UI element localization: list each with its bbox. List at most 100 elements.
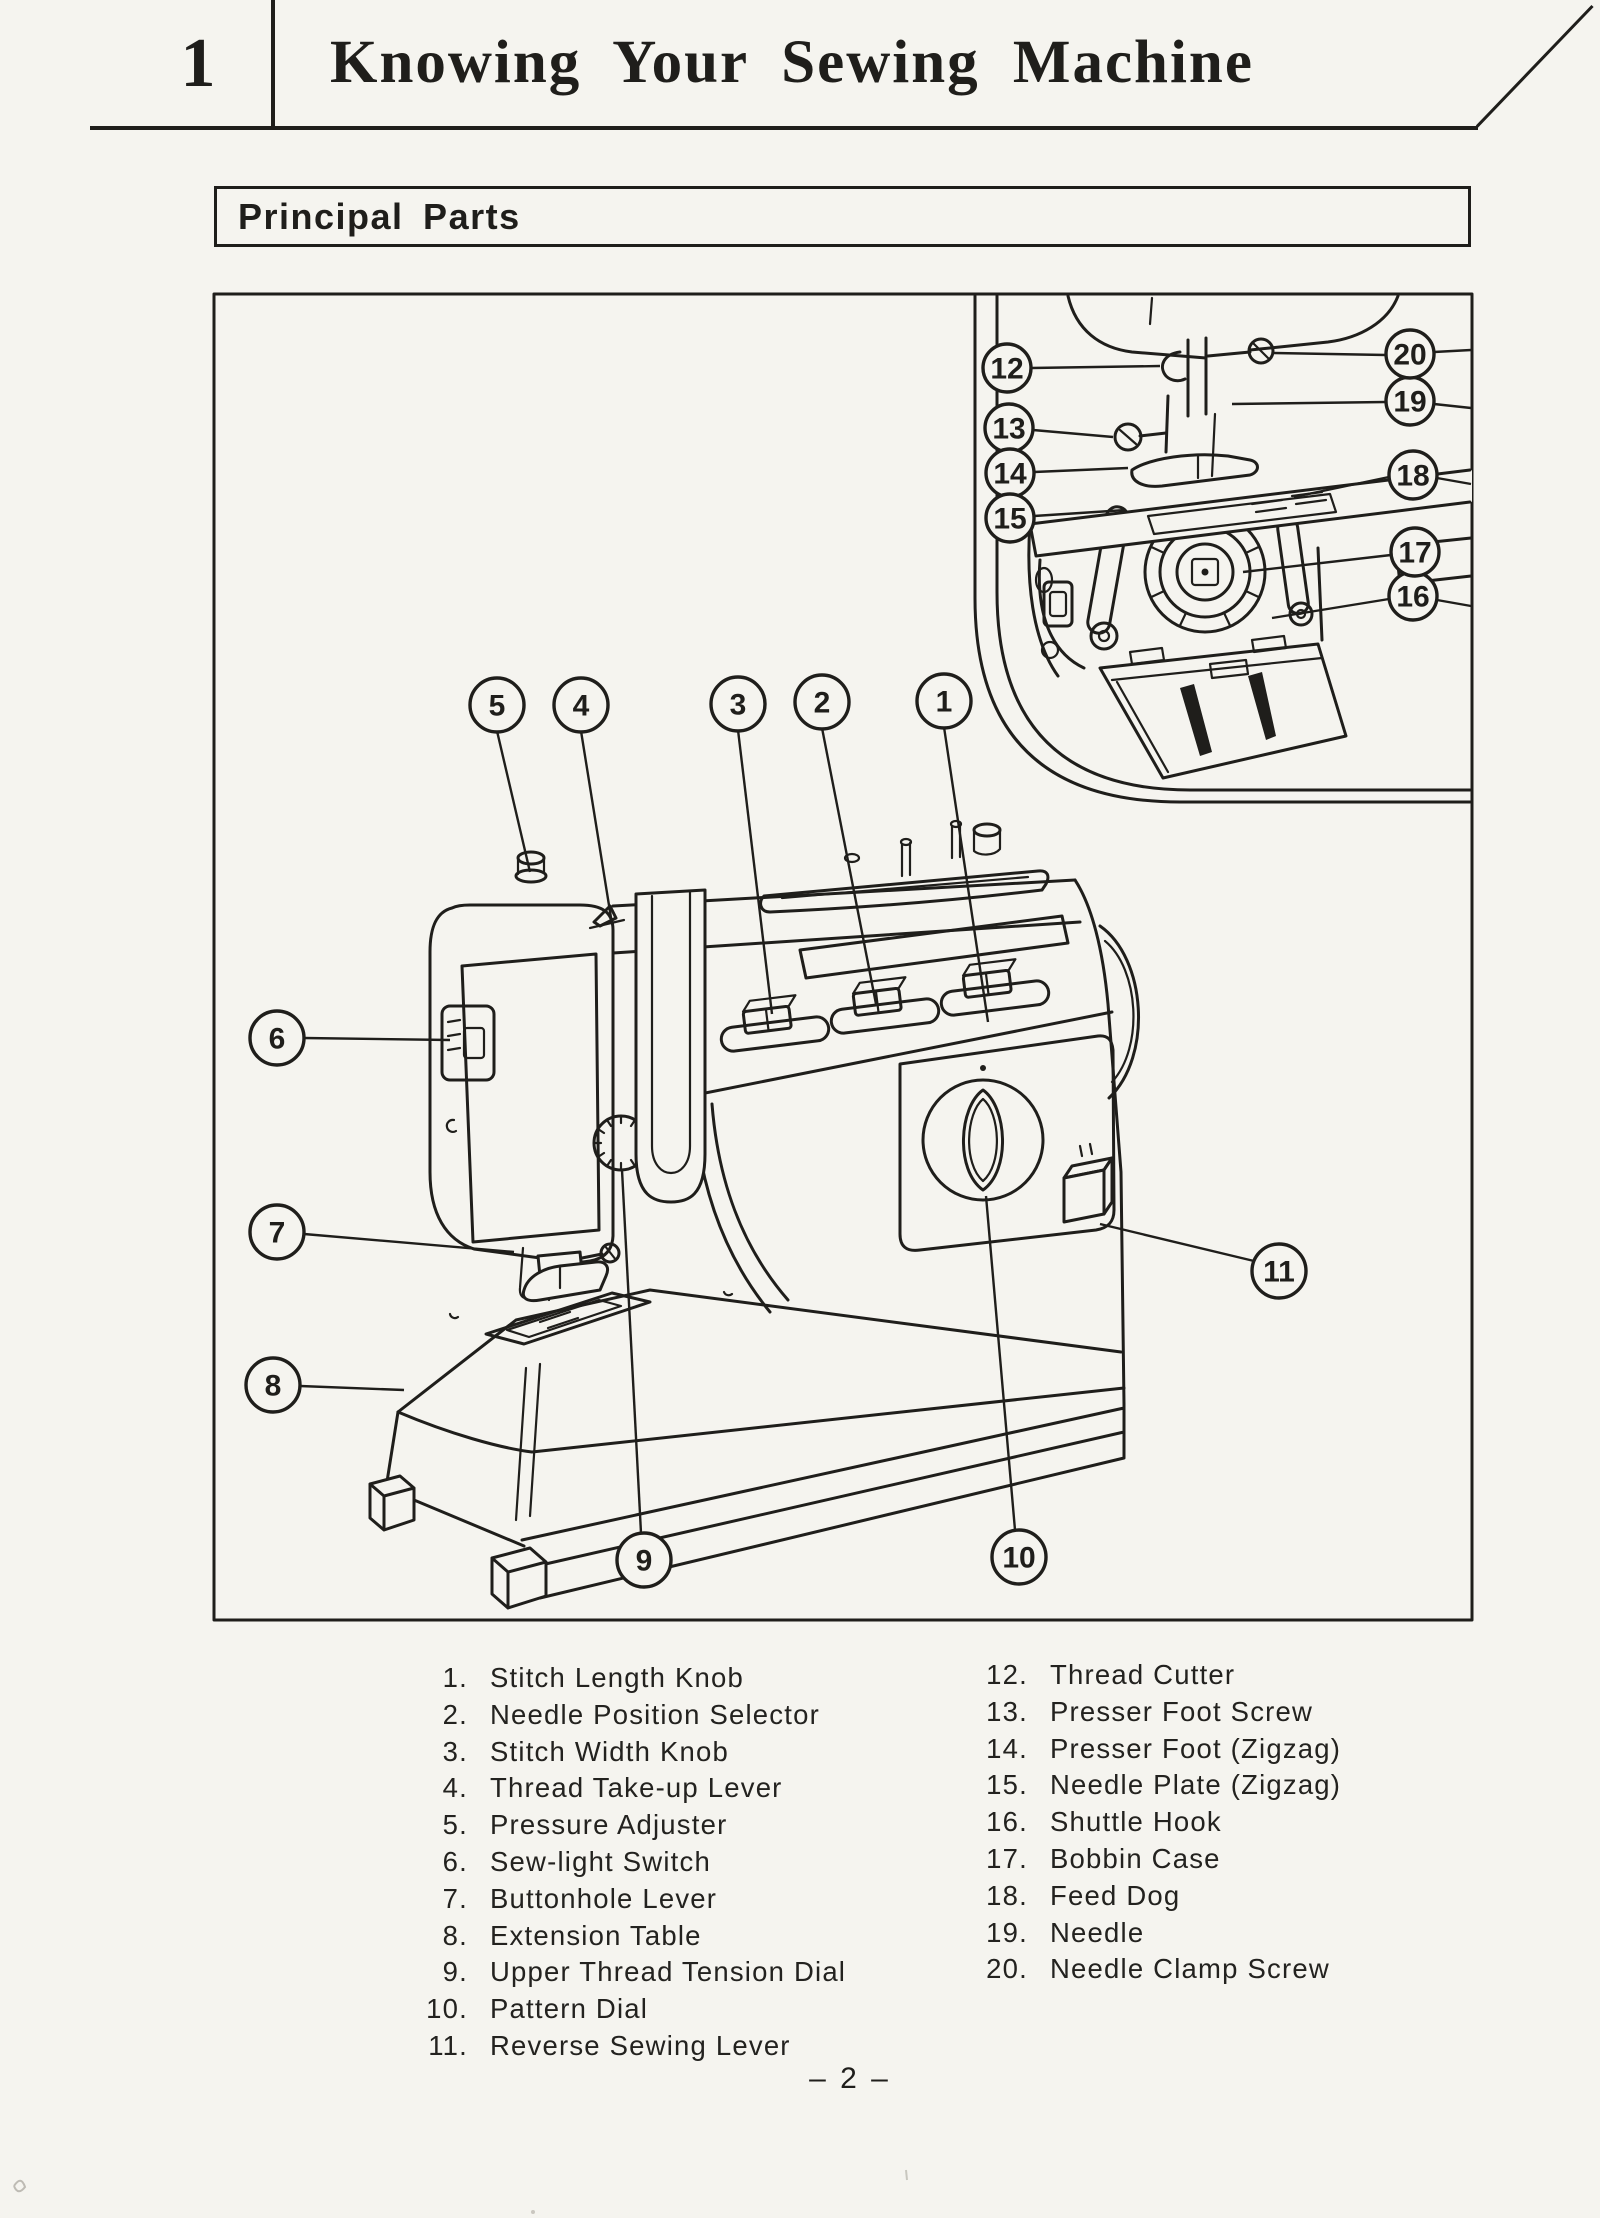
inset-head-outline [1066, 294, 1208, 360]
extension-table [368, 1288, 1126, 1610]
parts-list-item: 11. Reverse Sewing Lever [400, 2030, 791, 2062]
callout-circle-2 [793, 673, 851, 731]
pattern-dial [921, 1065, 1045, 1202]
figure-frame [212, 292, 1474, 1622]
callout-number-7: 7 [269, 1217, 286, 1250]
callout-number-17: 17 [1398, 537, 1431, 570]
part-number: 17. [986, 1843, 1028, 1874]
section-title: Principal Parts [238, 195, 521, 237]
callout-10: 10 [984, 1195, 1048, 1586]
callout-circle-11 [1250, 1242, 1308, 1300]
part-label: Reverse Sewing Lever [490, 2030, 791, 2061]
parts-list-item: 16.Shuttle Hook [940, 1806, 1222, 1838]
callout-circle-9 [615, 1531, 673, 1589]
callout-17: 17 [1242, 526, 1441, 578]
part-number: 9. [442, 1956, 468, 1988]
callout-number-10: 10 [1002, 1542, 1035, 1575]
leader-line-4 [579, 730, 614, 925]
leader-line-6 [303, 1036, 451, 1042]
callout-number-1: 1 [936, 686, 953, 719]
inset-head-outline-right [1248, 294, 1400, 352]
callout-circle-10 [990, 1528, 1048, 1586]
callout-19: 19 [1231, 375, 1472, 427]
callout-circle-15 [984, 492, 1036, 544]
callout-14: 14 [984, 447, 1129, 499]
part-label: Buttonhole Lever [490, 1882, 718, 1914]
part-number: 7. [442, 1882, 468, 1914]
callout-circle-20 [1384, 328, 1436, 380]
callout-number-19: 19 [1393, 386, 1426, 419]
handle-recess [759, 869, 1050, 914]
part-label: Presser Foot (Zigzag) [1050, 1732, 1342, 1764]
needle [1210, 412, 1217, 478]
callout-circle-5 [468, 676, 526, 734]
callout-circle-8 [244, 1356, 302, 1414]
part-label: Needle [1050, 1916, 1145, 1948]
front-panel-bottom-edge [648, 1010, 1114, 1106]
section-heading-box: Principal Parts [214, 186, 1471, 247]
leader-tick-19 [1433, 402, 1472, 410]
thread-cutter [1161, 350, 1187, 383]
feed-dog [1250, 490, 1328, 514]
callout-circle-4 [552, 676, 610, 734]
stitch-length-knob [939, 958, 1051, 1017]
leader-tick-16 [1436, 598, 1472, 608]
leader-line-12 [1030, 364, 1161, 370]
part-label: Feed Dog [1050, 1879, 1181, 1911]
callout-4: 4 [552, 676, 614, 925]
part-label: Stitch Length Knob [490, 1662, 744, 1693]
part-number: 13. [986, 1695, 1028, 1727]
column-front-edges [692, 1102, 790, 1314]
parts-list-item: 6.Sew-light Switch [400, 1846, 711, 1878]
bobbin-case [1175, 542, 1235, 602]
leader-line-19 [1231, 400, 1387, 406]
needle-clamp-screw [1206, 337, 1275, 365]
parts-list-item: 7. Buttonhole Lever [400, 1883, 717, 1915]
part-number: 8. [442, 1919, 468, 1951]
balance-wheel [1098, 924, 1140, 1100]
callout-number-14: 14 [993, 458, 1027, 491]
part-label: Pressure Adjuster [490, 1809, 728, 1841]
part-number: 11. [428, 2030, 468, 2061]
parts-list-item: 8.Extension Table [400, 1920, 702, 1952]
leader-line-3 [736, 729, 774, 1015]
part-number: 2. [442, 1698, 468, 1730]
callout-circle-3 [709, 675, 767, 733]
callout-number-15: 15 [993, 503, 1026, 536]
callout-circle-7 [248, 1203, 306, 1261]
thread-take-up-lever [588, 904, 626, 930]
leader-tick-18 [1436, 476, 1472, 486]
part-label: Needle Clamp Screw [1050, 1953, 1330, 1985]
parts-list-item: 4.Thread Take-up Lever [400, 1772, 783, 1804]
body-right-edge [1073, 878, 1126, 1406]
part-label: Needle Plate (Zigzag) [1050, 1769, 1342, 1801]
callout-1: 1 [915, 672, 990, 1023]
parts-list-item: 3.Stitch Width Knob [400, 1736, 729, 1768]
chapter-number: 1 [180, 25, 216, 102]
callout-15: 15 [984, 492, 1127, 544]
parts-list-item: 1.Stitch Length Knob [400, 1662, 744, 1694]
sew-light-switch [440, 1004, 496, 1082]
callout-9: 9 [615, 1169, 673, 1589]
part-label: Upper Thread Tension Dial [490, 1956, 847, 1988]
pressure-adjuster [514, 850, 548, 884]
part-number: 19. [986, 1916, 1028, 1948]
presser-foot-zigzag [1130, 453, 1259, 488]
leader-line-7 [303, 1232, 515, 1254]
callout-circle-6 [248, 1009, 306, 1067]
callout-number-3: 3 [730, 689, 747, 722]
presser-foot-screw [1113, 422, 1168, 452]
callout-number-11: 11 [1263, 1256, 1295, 1289]
leader-line-8 [299, 1384, 405, 1392]
parts-list-item: 18.Feed Dog [940, 1880, 1180, 1912]
parts-list-item: 19. Needle [940, 1917, 1144, 1949]
part-label: Presser Foot Screw [1050, 1695, 1314, 1727]
callout-5: 5 [468, 676, 532, 873]
part-label: Stitch Width Knob [490, 1735, 729, 1767]
part-number: 12. [986, 1659, 1028, 1690]
callout-12: 12 [981, 342, 1161, 394]
callout-number-9: 9 [636, 1545, 653, 1578]
parts-list-item: 17.Bobbin Case [940, 1843, 1221, 1875]
